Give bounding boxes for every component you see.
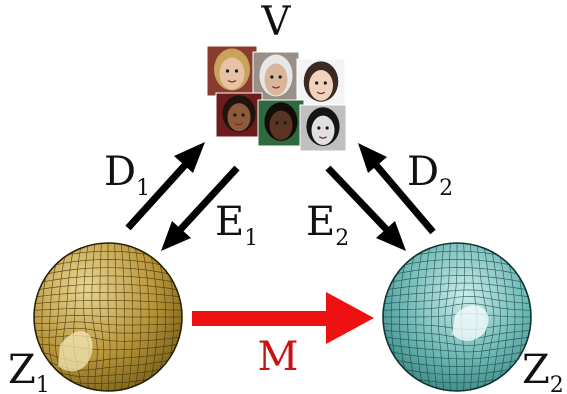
d2-arrow bbox=[358, 143, 436, 235]
e2-label: E2 bbox=[306, 199, 349, 251]
d1-arrow bbox=[125, 142, 205, 231]
face-blonde-woman bbox=[206, 45, 258, 97]
d2-label: D2 bbox=[407, 149, 453, 201]
face-asian-woman bbox=[296, 58, 346, 108]
face-bw-portrait bbox=[299, 104, 347, 152]
m-label: M bbox=[258, 334, 299, 380]
e1-label: E1 bbox=[215, 199, 258, 251]
z1-label: Z1 bbox=[8, 347, 50, 394]
face-smiling-man bbox=[215, 92, 263, 138]
face-bald-man bbox=[252, 51, 300, 103]
e1-arrow bbox=[161, 165, 240, 251]
z1-sphere bbox=[33, 242, 183, 392]
d1-label: D1 bbox=[104, 149, 150, 201]
z2-label: Z2 bbox=[522, 347, 564, 394]
e2-arrow bbox=[325, 165, 406, 251]
m-arrow bbox=[192, 292, 374, 344]
face-collage bbox=[206, 45, 347, 152]
v-label: V bbox=[261, 0, 292, 45]
face-curly-hair-woman bbox=[257, 99, 305, 147]
z2-sphere bbox=[382, 242, 532, 392]
